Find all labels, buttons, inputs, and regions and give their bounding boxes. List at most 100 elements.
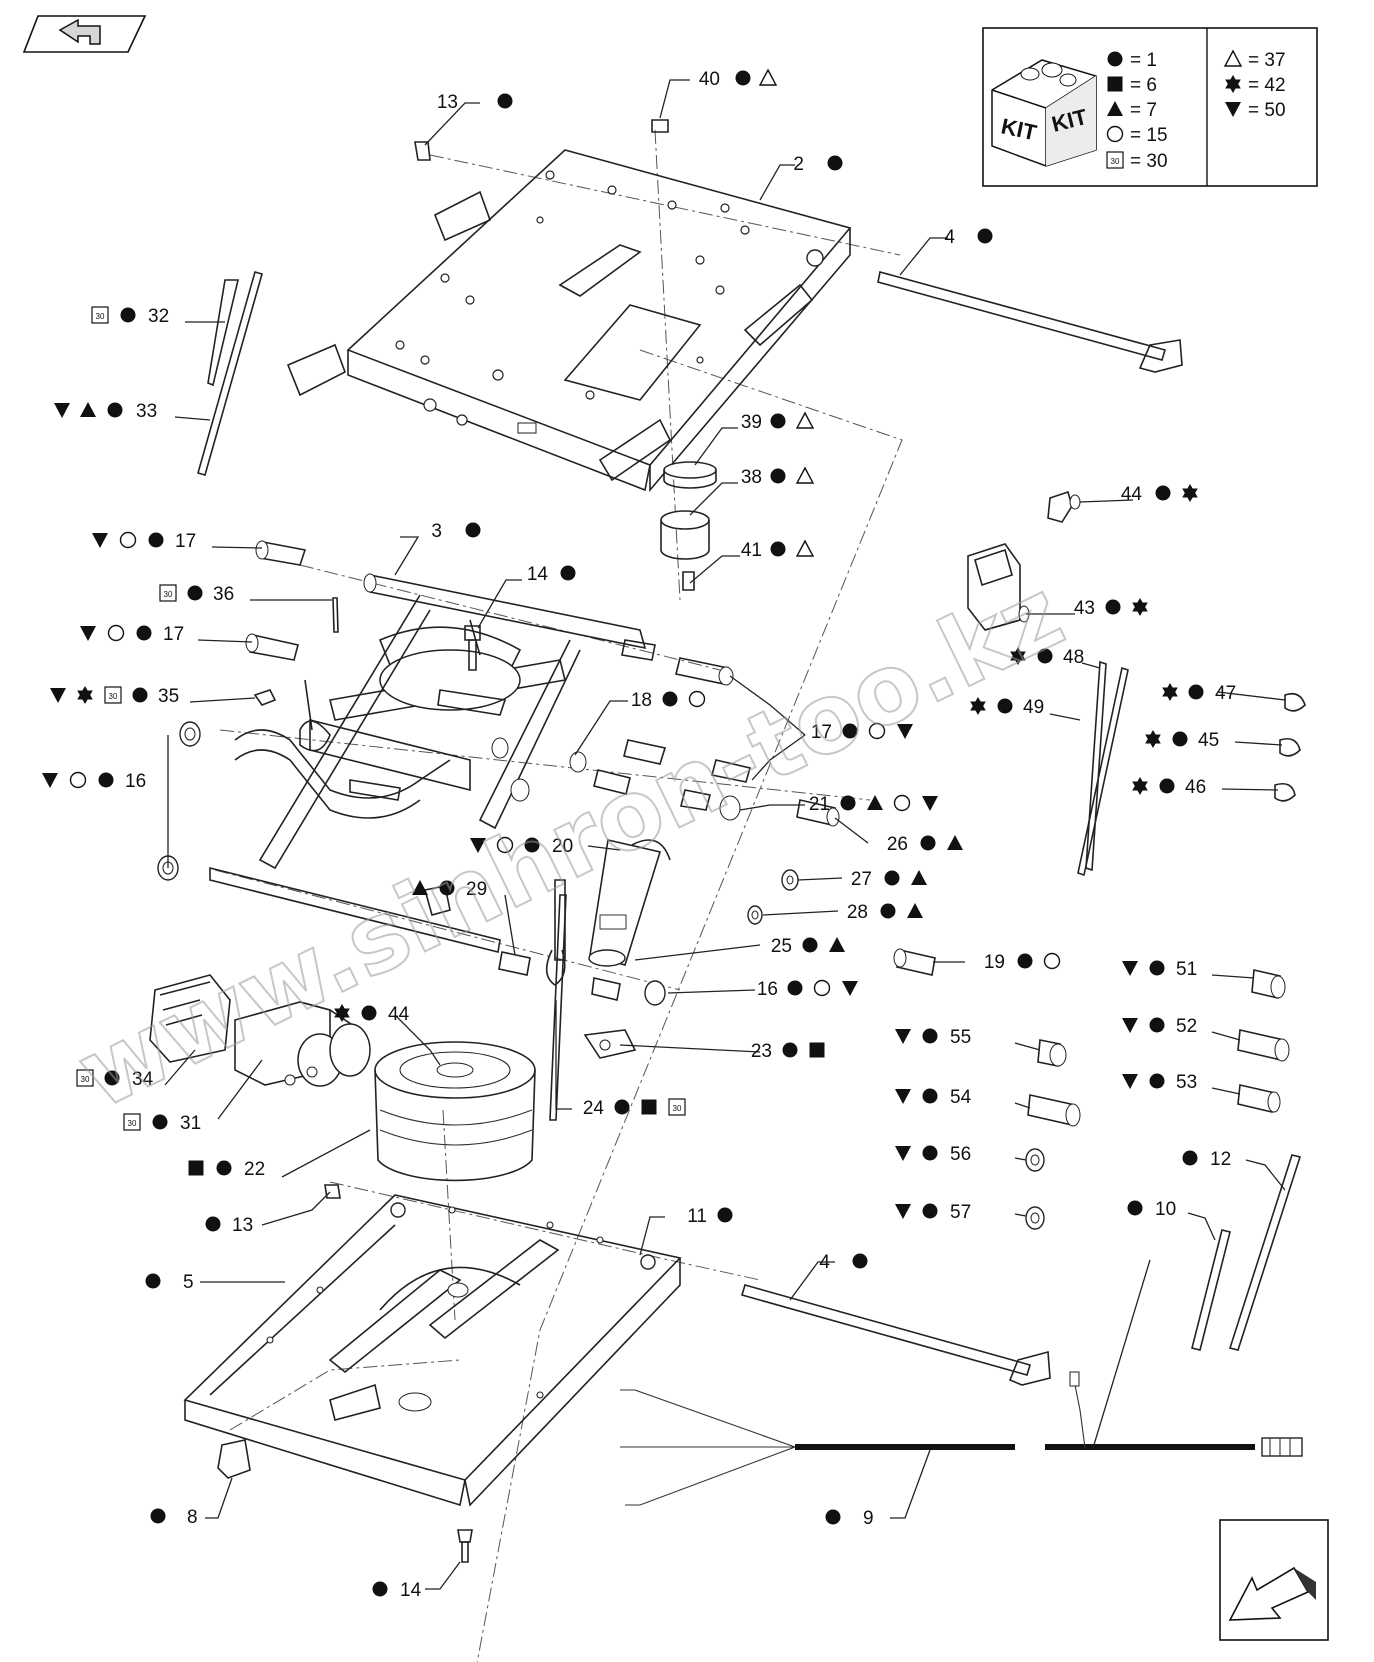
bushing-19	[893, 948, 936, 976]
callout-53: 53	[1122, 1072, 1197, 1093]
callout-25: 25	[771, 936, 845, 957]
bolt-14-bottom	[457, 1529, 473, 1563]
callout-number: 4	[819, 1252, 830, 1273]
callout-14b: 14	[372, 1580, 422, 1601]
callout-13b: 13	[205, 1215, 253, 1236]
bushing-17c	[675, 657, 734, 686]
callout-10: 10	[1127, 1199, 1176, 1220]
wire-harness-9	[620, 1371, 1303, 1506]
callout-47: 47	[1162, 683, 1236, 704]
callout-5: 5	[145, 1272, 194, 1293]
callout-number: 10	[1155, 1199, 1176, 1220]
callout-number: 4	[944, 227, 955, 248]
screw-41	[682, 571, 695, 591]
callout-number: 11	[687, 1206, 707, 1227]
callout-34: 34	[76, 1069, 154, 1090]
valve-43	[967, 543, 1030, 631]
callout-number: 17	[163, 624, 184, 645]
callout-12: 12	[1182, 1149, 1231, 1170]
callout-number: 14	[527, 564, 549, 585]
fitting-45	[1279, 737, 1301, 757]
bushing-18	[491, 737, 587, 773]
callout-46: 46	[1132, 777, 1206, 798]
callout-55: 55	[895, 1027, 971, 1048]
legend-entry: = 6	[1130, 75, 1157, 96]
bushing-54	[1027, 1094, 1081, 1127]
rollers	[510, 739, 751, 821]
nut-40	[651, 119, 669, 133]
callout-number: 5	[183, 1272, 194, 1293]
callout-number: 47	[1215, 683, 1236, 704]
kit-legend: KIT KIT = 1 = 6 = 7 = 15 = 30 = 37 = 42 …	[982, 27, 1318, 187]
callout-number: 45	[1198, 730, 1219, 751]
scissor-mechanism	[209, 573, 647, 953]
callout-number: 22	[244, 1159, 265, 1180]
callout-number: 19	[984, 952, 1005, 973]
callout-43: 43	[1074, 598, 1148, 619]
callout-number: 38	[741, 467, 762, 488]
bumper-39	[663, 461, 717, 489]
callout-36: 36	[159, 584, 234, 605]
washer-27	[781, 869, 799, 891]
callout-19: 19	[984, 952, 1061, 973]
callout-number: 29	[466, 879, 487, 900]
bumper-38	[660, 510, 710, 560]
shaft-4-top	[806, 249, 1183, 373]
forward-arrow-icon	[1228, 1566, 1316, 1621]
legend-entry: = 7	[1130, 100, 1157, 121]
legend-entry: = 42	[1248, 75, 1286, 96]
callout-number: 49	[1023, 697, 1044, 718]
callout-22: 22	[188, 1159, 265, 1180]
callout-number: 12	[1210, 1149, 1231, 1170]
callout-54: 54	[895, 1087, 972, 1108]
callout-35: 35	[50, 686, 179, 707]
callout-number: 44	[388, 1004, 410, 1025]
next-page-button[interactable]	[1219, 1519, 1329, 1641]
callout-number: 31	[180, 1113, 201, 1134]
callout-number: 35	[158, 686, 179, 707]
callout-number: 52	[1176, 1016, 1197, 1037]
callout-3: 3	[431, 521, 481, 542]
callout-number: 18	[631, 690, 652, 711]
bolt-14-top	[464, 625, 481, 671]
legend-entry: = 15	[1130, 125, 1168, 146]
bracket-23	[583, 1029, 637, 1059]
callout-number: 48	[1063, 647, 1084, 668]
callout-number: 13	[232, 1215, 253, 1236]
callout-2: 2	[793, 154, 843, 175]
callout-18: 18	[631, 690, 706, 711]
air-spring-22	[374, 1041, 536, 1182]
callout-29: 29	[412, 879, 487, 900]
back-arrow-icon	[58, 18, 101, 45]
callout-number: 46	[1185, 777, 1206, 798]
bolt-13-bottom	[324, 1184, 341, 1199]
compressor-assembly	[149, 974, 371, 1087]
callout-number: 8	[187, 1507, 198, 1528]
fitting-44-top	[1047, 490, 1081, 523]
previous-page-button[interactable]	[22, 15, 147, 53]
callout-32: 32	[91, 306, 169, 327]
legend-entry: = 30	[1130, 151, 1168, 172]
callout-51: 51	[1122, 959, 1197, 980]
rods-32-33	[197, 271, 263, 476]
callout-16b: 16	[757, 979, 858, 1000]
rods-48-49	[1077, 660, 1129, 877]
bushing-51	[1251, 969, 1286, 999]
callout-number: 17	[811, 722, 832, 743]
clip-29	[423, 879, 566, 986]
assembly-centre-lines	[214, 129, 903, 1662]
legend-entry: = 37	[1248, 50, 1286, 71]
callout-number: 56	[950, 1144, 971, 1165]
fitting-35	[253, 689, 277, 706]
fitting-46	[1274, 782, 1296, 802]
callout-13a: 13	[437, 92, 513, 113]
callout-8: 8	[150, 1507, 198, 1528]
callout-number: 25	[771, 936, 792, 957]
callout-11: 11	[687, 1206, 733, 1227]
bushing-53	[1237, 1084, 1281, 1113]
lower-frame	[183, 1194, 682, 1507]
callout-39: 39	[741, 412, 814, 433]
callout-number: 17	[175, 531, 196, 552]
callout-26: 26	[887, 834, 963, 855]
callout-16a: 16	[42, 771, 146, 792]
